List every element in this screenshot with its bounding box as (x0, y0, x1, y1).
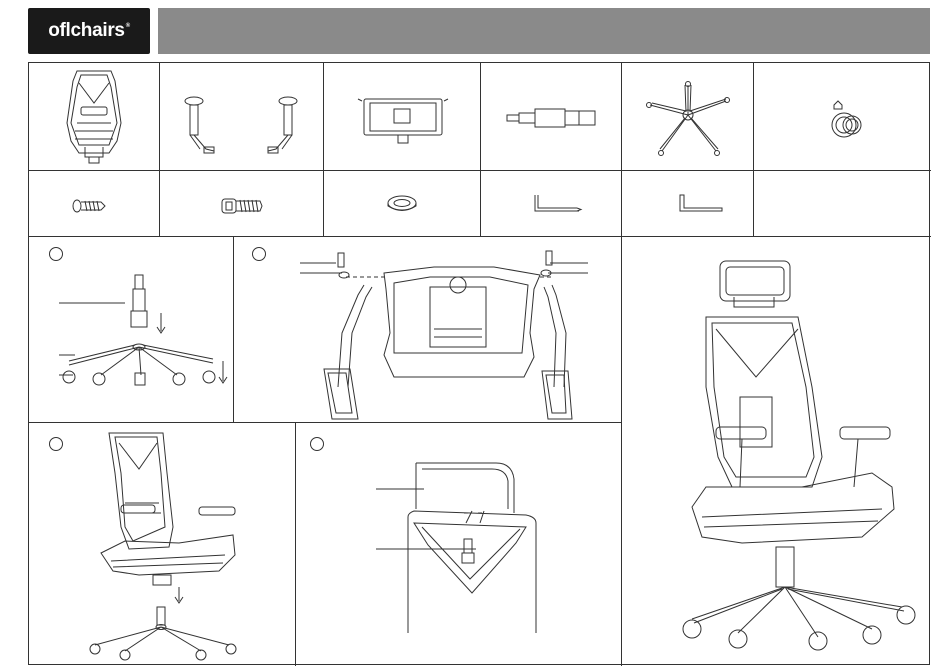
washer-icon (324, 171, 481, 237)
part-cell-allen-key-small (622, 171, 754, 237)
allen-key-small-icon (622, 171, 754, 237)
step-2-armrest-assembly (234, 237, 622, 423)
finished-chair (622, 237, 931, 666)
part-cell-base (622, 63, 754, 171)
step-3-seat-on-base (29, 423, 296, 666)
long-bolt-icon (160, 171, 324, 237)
part-cell-allen-key-large (481, 171, 622, 237)
part-cell-empty (754, 171, 931, 237)
part-cell-short-screw (29, 171, 160, 237)
part-cell-backrest (29, 63, 160, 171)
finished-chair-diagram (622, 237, 931, 666)
caster-wheel-icon (754, 63, 931, 171)
part-cell-long-bolt (160, 171, 324, 237)
step-4-headrest (296, 423, 622, 666)
step-1-diagram (29, 237, 234, 423)
part-cell-washer (324, 171, 481, 237)
step-3-diagram (29, 423, 296, 666)
part-cell-armrests (160, 63, 324, 171)
step-1-base-assembly (29, 237, 234, 423)
armrests-icon (160, 63, 324, 171)
part-cell-mechanism (324, 63, 481, 171)
short-screw-icon (29, 171, 160, 237)
step-2-diagram (234, 237, 622, 423)
allen-key-large-icon (481, 171, 622, 237)
backrest-seat-icon (29, 63, 160, 171)
gas-cylinder-icon (481, 63, 622, 171)
logo-text: oflchairs® (48, 20, 130, 42)
part-cell-gas-cylinder (481, 63, 622, 171)
instruction-sheet (28, 62, 930, 665)
five-star-base-icon (622, 63, 754, 171)
brand-logo: oflchairs® (28, 8, 150, 54)
part-cell-caster (754, 63, 931, 171)
step-4-diagram (296, 423, 622, 666)
header-bar (158, 8, 930, 54)
mechanism-plate-icon (324, 63, 481, 171)
